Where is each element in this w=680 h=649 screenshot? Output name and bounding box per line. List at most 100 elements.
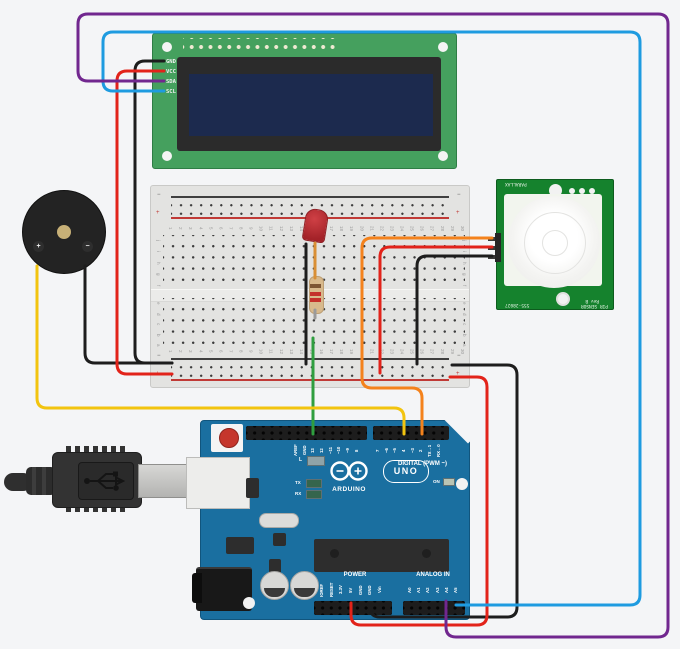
bb-column-number: 25 — [409, 348, 415, 354]
lcd-display[interactable]: GND VCC SDA SCL — [152, 33, 457, 169]
voltage-regulator — [226, 537, 254, 554]
bb-column-number: 11 — [268, 349, 274, 354]
bb-column-number: 7 — [228, 350, 234, 353]
smd-component — [273, 533, 286, 546]
bb-column-number: 16 — [319, 348, 324, 354]
analog-section-label: ANALOG IN — [416, 572, 450, 578]
bb-column-number: 26 — [419, 225, 425, 231]
lcd-pin-label: GND — [166, 59, 176, 65]
atmega-ic — [314, 539, 449, 572]
pir-name-line1: PIR SENSOR — [580, 303, 608, 308]
power-pin-label: 3.3V — [338, 585, 344, 595]
bb-plus-label: + — [156, 210, 160, 216]
bb-bottom-minus-line — [171, 358, 449, 360]
bb-minus-label: − — [457, 353, 461, 359]
bb-column-number: 9 — [248, 227, 254, 230]
pir-sensor[interactable]: PARALLAX 555-28027 PIR SENSOR Rev B — [488, 179, 614, 310]
analog-pin-label: A4 — [443, 587, 449, 593]
led-rx — [306, 490, 322, 499]
bb-column-number: 20 — [359, 348, 365, 354]
lcd-screw-bottom-right — [438, 151, 448, 161]
bb-column-number: 21 — [369, 348, 375, 354]
bb-row-letter: g — [462, 272, 467, 276]
bb-row-letter: c — [462, 323, 467, 326]
reset-button[interactable] — [219, 428, 239, 448]
led-l — [307, 456, 325, 466]
analog-header[interactable] — [403, 601, 465, 615]
digital-header-left[interactable] — [246, 426, 367, 440]
bb-bottom-rail-holes[interactable] — [171, 361, 449, 378]
lcd-pin-label: SCL — [166, 89, 176, 95]
lcd-screw-top-left — [162, 42, 172, 52]
bb-column-number: 24 — [399, 348, 405, 354]
on-led-label: ON — [433, 479, 440, 484]
lcd-pin-label: SDA — [166, 79, 176, 85]
digital-pin-label: 4 — [401, 449, 407, 452]
analog-pin-label: A5 — [452, 587, 458, 593]
bb-column-number: 6 — [218, 350, 224, 353]
bb-row-letter: h — [462, 261, 467, 265]
piezo-buzzer[interactable]: + − — [22, 190, 106, 274]
bb-row-letter: e — [462, 302, 467, 305]
bb-column-number: 28 — [439, 225, 445, 231]
led-l-label: L — [299, 457, 303, 463]
buzzer-positive-terminal[interactable]: + — [33, 241, 44, 252]
bb-column-number: 3 — [188, 227, 194, 230]
power-section-label: POWER — [343, 572, 367, 578]
power-header[interactable] — [314, 601, 392, 615]
bb-column-number: 7 — [228, 227, 234, 230]
bb-column-number: 8 — [238, 227, 244, 230]
bb-column-number: 23 — [389, 348, 395, 354]
digital-pin-label: RX←0 — [435, 444, 441, 457]
resistor[interactable] — [309, 276, 324, 314]
usb-logo-plate — [78, 462, 134, 500]
led-tx-label: TX — [295, 480, 301, 485]
bb-row-letter: i — [156, 251, 161, 253]
bb-row-letter: e — [156, 302, 161, 305]
bb-plus-label: + — [456, 371, 460, 377]
bb-row-letter: d — [462, 312, 467, 316]
bb-row-letter: d — [156, 312, 161, 316]
pir-silkscreen: PARALLAX 555-28027 PIR SENSOR Rev B — [497, 180, 613, 309]
bb-column-number: 8 — [238, 350, 244, 353]
oscillator — [259, 513, 299, 528]
bb-column-number: 13 — [288, 225, 294, 231]
bb-column-number: 11 — [268, 226, 274, 231]
led[interactable] — [300, 207, 330, 248]
usb-metal-shell — [138, 464, 190, 498]
led-rx-label: RX — [295, 491, 302, 496]
bb-column-number: 21 — [369, 225, 375, 231]
bb-column-number: 4 — [198, 350, 204, 353]
ic-dimple — [422, 549, 431, 558]
bb-column-number: 26 — [419, 348, 425, 354]
bb-column-number: 12 — [278, 225, 284, 231]
buzzer-center — [57, 225, 71, 239]
bb-column-number: 1 — [168, 227, 174, 230]
digital-pin-label: 7 — [375, 449, 380, 452]
buzzer-negative-terminal[interactable]: − — [82, 241, 93, 252]
capacitor — [260, 571, 289, 600]
led-body — [301, 207, 330, 244]
arduino-logo-icon — [330, 461, 368, 481]
arduino-barrel-jack-opening — [192, 573, 202, 603]
led-tx — [306, 479, 322, 488]
bb-column-number: 23 — [389, 225, 395, 231]
lcd-pin-label: VCC — [166, 69, 176, 75]
bb-column-number: 1 — [168, 350, 174, 353]
bb-column-number: 19 — [349, 348, 355, 354]
power-pin-label: GND — [357, 585, 363, 595]
bb-plus-label: + — [156, 371, 160, 377]
bb-column-number: 22 — [379, 225, 385, 231]
digital-pin-label: 2 — [418, 449, 424, 452]
pir-name-line2: Rev B — [585, 298, 599, 303]
digital-header-right[interactable] — [373, 426, 449, 440]
bb-column-number: 24 — [399, 225, 405, 231]
bb-top-minus-line — [171, 196, 449, 198]
on-led — [443, 478, 455, 486]
